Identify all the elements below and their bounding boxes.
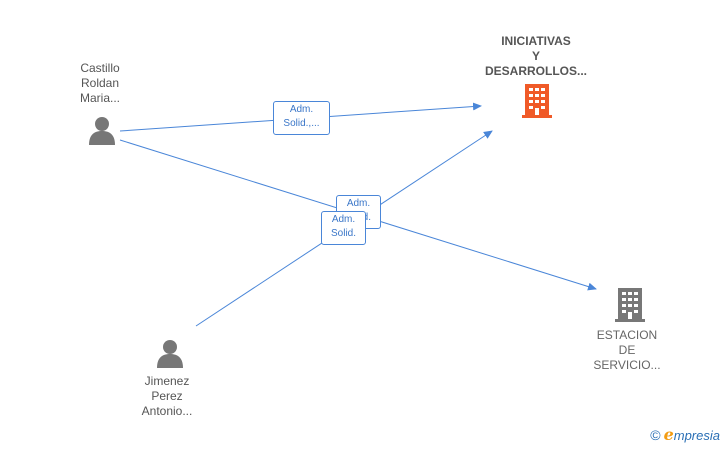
person-label-castillo[interactable]: Castillo Roldan Maria...	[79, 61, 120, 105]
brand-logo: © empresia	[650, 425, 720, 444]
person-icon[interactable]	[155, 338, 185, 368]
person-icon[interactable]	[87, 115, 117, 145]
company-label-estacion[interactable]: ESTACION DE SERVICIO...	[593, 328, 661, 372]
building-icon[interactable]	[521, 84, 553, 118]
company-label-iniciativas[interactable]: INICIATIVAS Y DESARROLLOS...	[484, 34, 587, 78]
building-icon[interactable]	[614, 288, 646, 322]
edge-label-castillo-iniciativas[interactable]: Adm. Solid.,...	[273, 101, 330, 135]
edge-label-jimenez-iniciativas[interactable]: Adm. Solid.	[321, 211, 366, 245]
copyright-symbol: ©	[650, 426, 661, 443]
person-label-jimenez[interactable]: Jimenez Perez Antonio...	[141, 374, 193, 418]
